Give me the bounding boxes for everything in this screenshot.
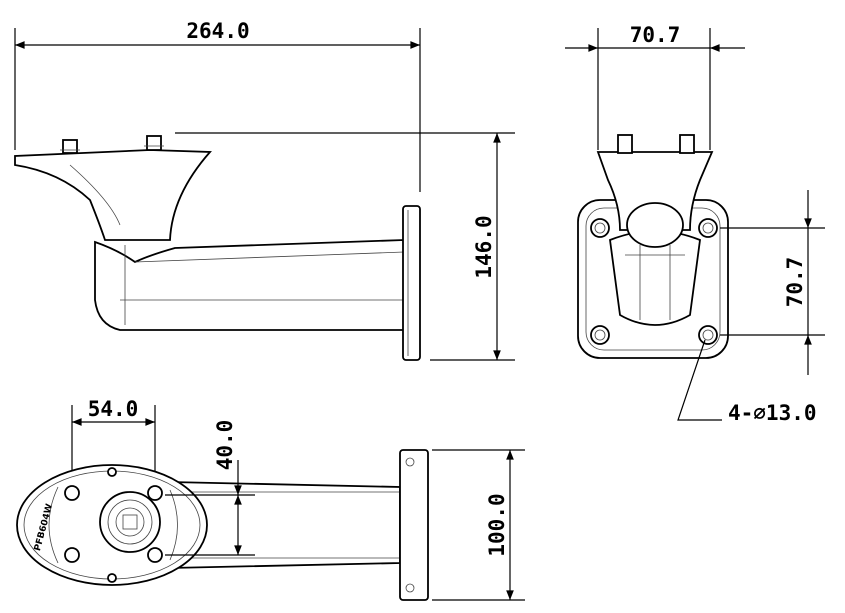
dim-front-width: 70.7 <box>630 23 681 47</box>
bottom-view: 54.0 PFB604W 40.0 100.0 <box>16 397 525 601</box>
front-view: 70.7 70.7 4-∅13.0 <box>565 23 825 425</box>
dim-holes: 4-∅13.0 <box>728 401 817 425</box>
dim-front-hole-spacing: 70.7 <box>783 257 807 308</box>
dim-bottom-arm-width: 40.0 <box>213 420 237 471</box>
dim-bottom-plate-height: 100.0 <box>485 493 509 556</box>
side-view: 264.0 146.0 <box>14 19 515 361</box>
dim-side-length: 264.0 <box>186 19 249 43</box>
mounting-holes <box>590 218 718 345</box>
dim-side-height: 146.0 <box>472 215 496 278</box>
dim-bottom-hole-spacing: 54.0 <box>88 397 139 421</box>
